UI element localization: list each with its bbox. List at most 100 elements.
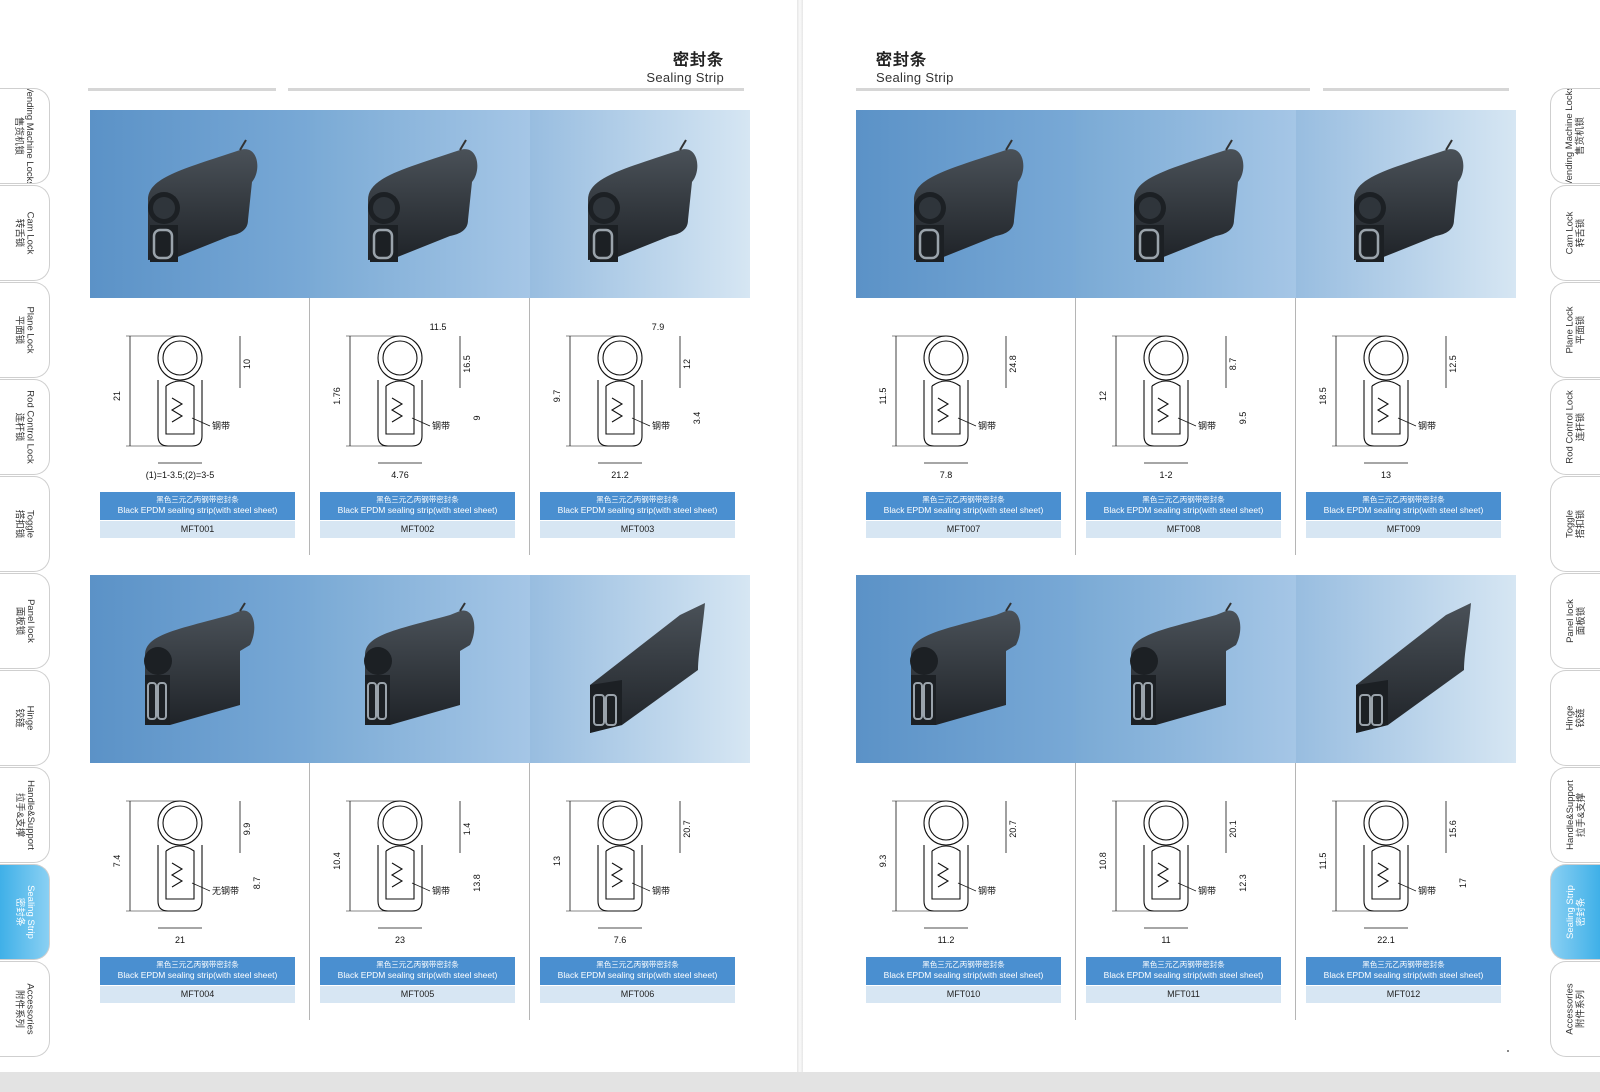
dimension-label: 24.8 [1008, 355, 1018, 373]
product-photo-frame [1296, 575, 1516, 763]
note-leader [411, 417, 431, 427]
dimension-lines [1332, 335, 1447, 464]
profile-outline [1363, 335, 1409, 447]
page-gutter [797, 0, 803, 1072]
product-name-zh: 黑色三元乙丙钢带密封条 [1142, 960, 1225, 969]
product-name-zh: 黑色三元乙丙钢带密封条 [596, 495, 679, 504]
tab-label-zh: 平面锁 [13, 315, 25, 345]
product-photo [90, 110, 310, 298]
product-name-zh: 黑色三元乙丙钢带密封条 [1142, 495, 1225, 504]
product-photo [1296, 110, 1516, 298]
product-name-zh: 黑色三元乙丙钢带密封条 [596, 960, 679, 969]
profile-drawing: 11.524.87.8钢带 [878, 335, 1018, 480]
dimension-label: 9.5 [1238, 412, 1248, 425]
product-name-en: Black EPDM sealing strip(with steel shee… [117, 505, 278, 515]
product-model: MFT006 [540, 986, 735, 1003]
dimension-label: 10.8 [1098, 852, 1108, 870]
product-model: MFT008 [1086, 521, 1281, 538]
profile-outline [1143, 800, 1189, 912]
sealing-strip-render [144, 602, 255, 725]
product-name-en: Black EPDM sealing strip(with steel shee… [557, 970, 718, 980]
note-leader [1397, 417, 1417, 427]
header-rule [88, 88, 276, 91]
product-name-zh: 黑色三元乙丙钢带密封条 [156, 495, 239, 504]
product-photo [530, 110, 750, 298]
product-name-en: Black EPDM sealing strip(with steel shee… [557, 505, 718, 515]
sealing-strip-render [1356, 603, 1471, 733]
product-photo [530, 575, 750, 763]
tab-label-zh: 连杆锁 [13, 412, 25, 442]
profile-drawing: 128.71-29.5钢带 [1098, 335, 1248, 480]
dimension-label: 20.1 [1228, 820, 1238, 838]
tab-label-zh: 附件系列 [13, 989, 25, 1028]
tab-label-zh: 搭扣锁 [1575, 509, 1587, 539]
dimension-label: 21.2 [611, 470, 629, 480]
product-photo [310, 110, 530, 298]
tab-label-en: Hinge [1564, 705, 1576, 731]
tab-label-zh: 面板锁 [13, 606, 25, 636]
profile-outline [923, 335, 969, 447]
dimension-label: 11.5 [430, 322, 447, 332]
product-photo [90, 575, 310, 763]
tab-label-en: Toggle [1564, 510, 1576, 539]
tab-label-en: Plane Lock [24, 306, 36, 354]
dimension-label: (1)=1-3.5;(2)=3-5 [146, 470, 215, 480]
dimension-label: 22.1 [1377, 935, 1395, 945]
dimension-label: 1.4 [462, 823, 472, 836]
tab-label-zh: 铰链 [1575, 708, 1587, 728]
tab-label-en: Cam Lock [24, 211, 36, 255]
tab-label-en: Panel lock [24, 599, 36, 643]
tab-label-en: Plane Lock [1564, 306, 1576, 354]
dimension-label: 11.2 [938, 935, 955, 945]
dimension-label: 8.7 [1228, 358, 1238, 371]
dimension-lines [1332, 800, 1447, 929]
page-marker [1507, 1050, 1509, 1052]
product-model: MFT005 [320, 986, 515, 1003]
product-photo [1296, 575, 1516, 763]
note-leader [631, 417, 651, 427]
product-photo [1076, 110, 1296, 298]
dimension-label: 18.5 [1318, 387, 1328, 405]
